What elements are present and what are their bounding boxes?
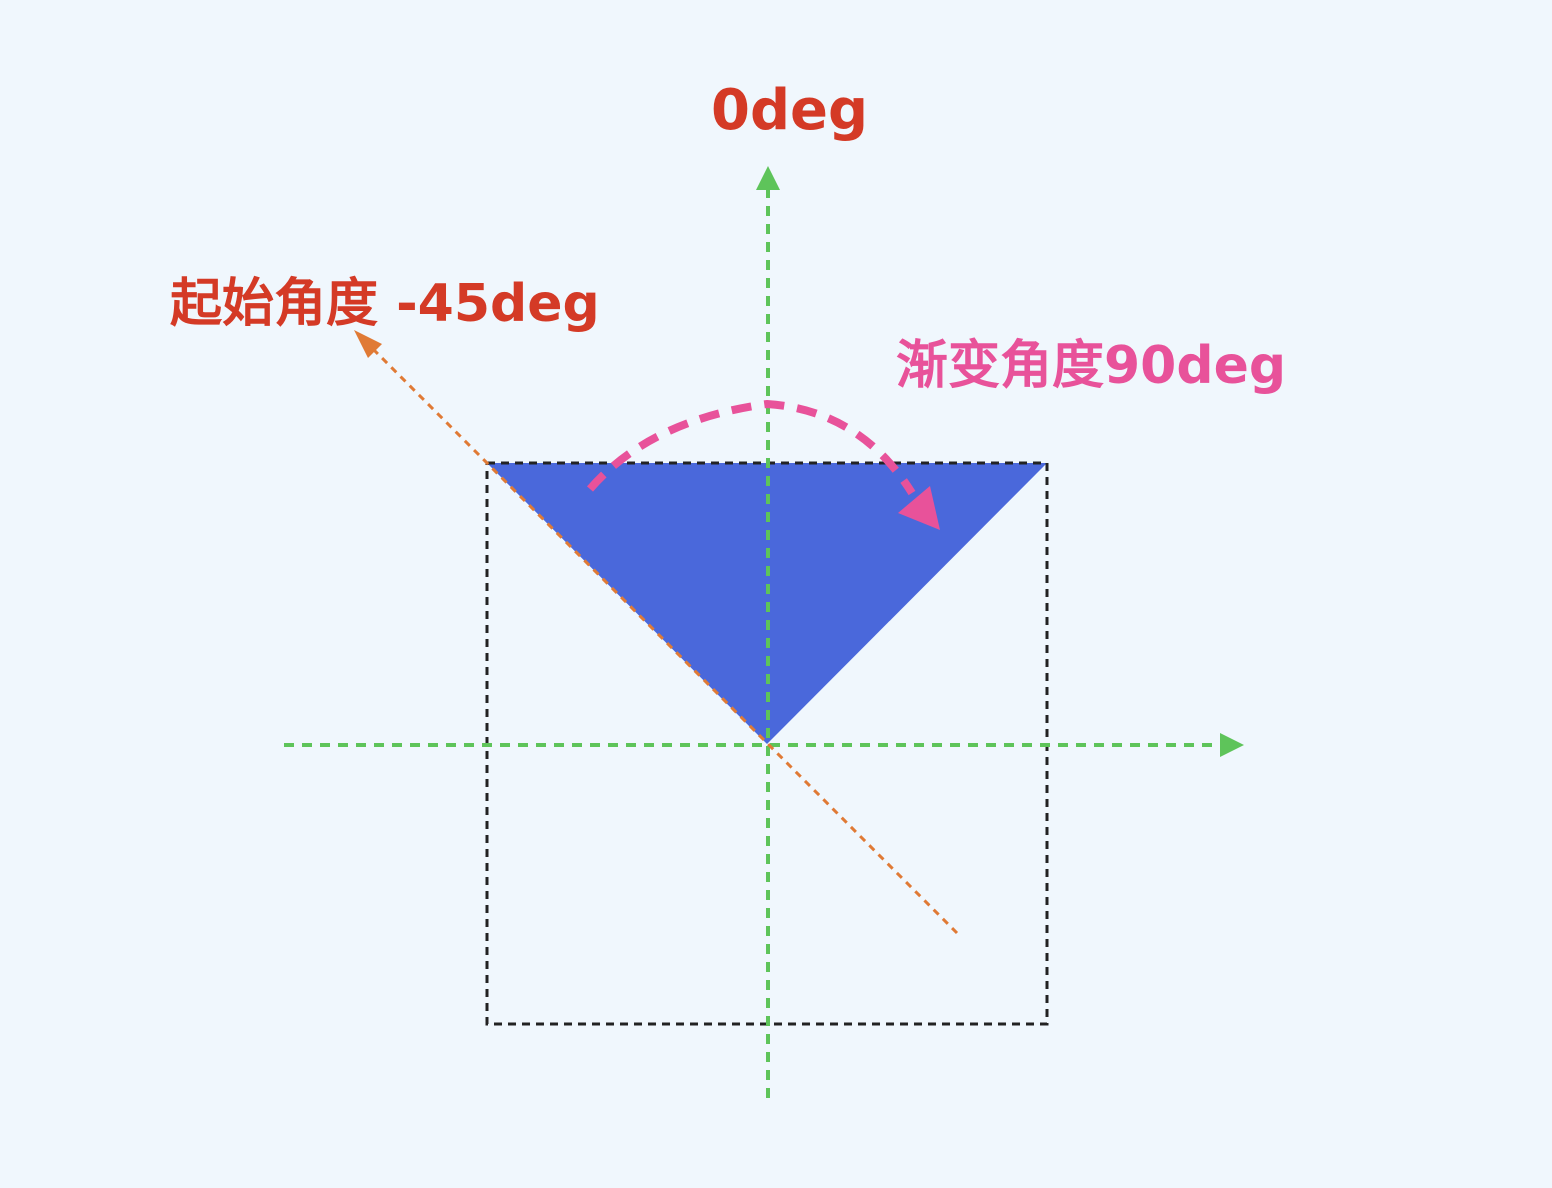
- sweep-angle-arrowhead: [898, 486, 940, 530]
- sweep-angle-label: 渐变角度90deg: [896, 336, 1286, 396]
- start-angle-arrowhead: [354, 330, 382, 358]
- vertical-axis-arrowhead: [756, 166, 780, 190]
- sweep-angle-arc: [586, 399, 916, 496]
- zero-angle-label: 0deg: [711, 78, 868, 143]
- start-angle-line: [366, 342, 959, 935]
- start-angle-label: 起始角度 -45deg: [170, 274, 600, 334]
- horizontal-axis-arrowhead: [1220, 733, 1244, 757]
